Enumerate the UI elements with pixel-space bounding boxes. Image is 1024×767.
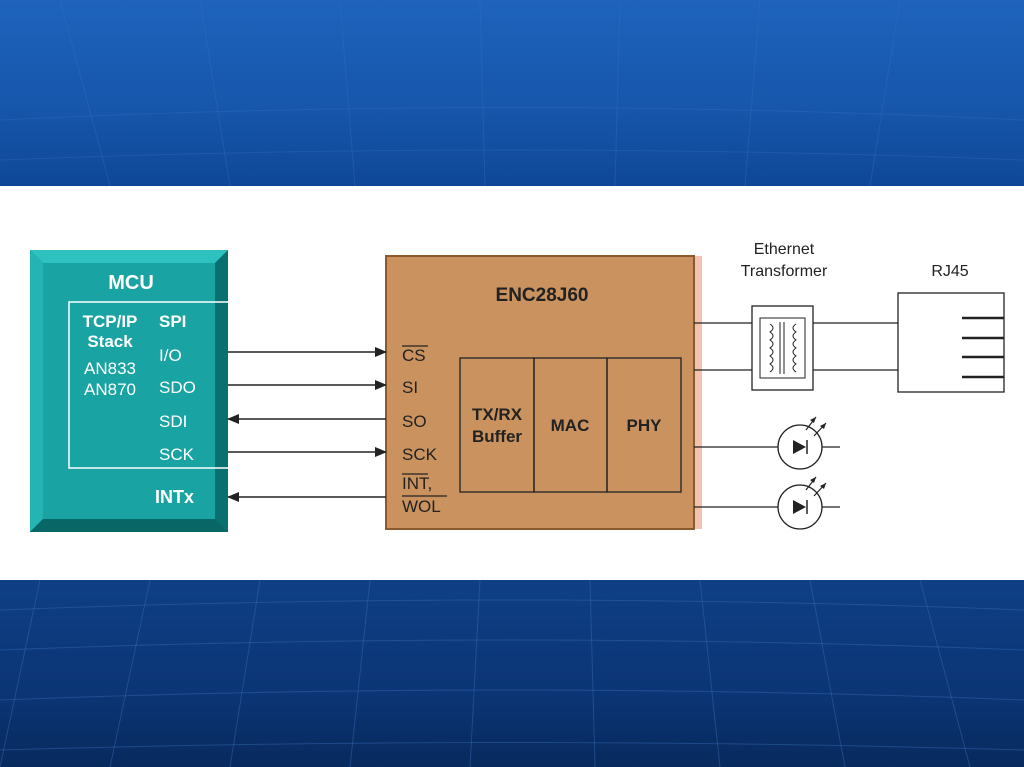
mcu-app-note: AN833 [84, 359, 136, 378]
phy-block [606, 357, 682, 493]
mcu-app-note: AN870 [84, 380, 136, 399]
mcu-intx-label: INTx [155, 487, 194, 507]
buffer-label: Buffer [472, 427, 522, 446]
enc-pin-label: SI [402, 378, 418, 397]
footer-band [0, 580, 1024, 767]
enc28j60-block-diagram: MCU TCP/IP Stack AN833 AN870 SPI I/O SDO… [30, 241, 1005, 532]
mcu-pin-label: SPI [159, 312, 186, 331]
led-icon [777, 416, 827, 470]
header-band [0, 0, 1024, 186]
mcu-stack-label: TCP/IP [83, 312, 138, 331]
led-icon [777, 476, 827, 530]
enc-title: ENC28J60 [496, 285, 589, 306]
mcu-pin-label: SCK [159, 445, 195, 464]
transformer-label: Transformer [741, 263, 828, 280]
mac-label: MAC [551, 416, 590, 435]
mcu-title: MCU [108, 272, 154, 294]
transformer-label: Ethernet [754, 241, 815, 258]
enc-pin-label: INT, [402, 474, 432, 493]
spi-wires [227, 347, 387, 502]
mcu-pin-label: SDI [159, 412, 187, 431]
enc-pin-label: WOL [402, 497, 441, 516]
mcu-block: MCU TCP/IP Stack AN833 AN870 SPI I/O SDO… [30, 250, 228, 532]
enc-pin-label: CS [402, 346, 426, 365]
enc28j60-block: ENC28J60 TX/RX Buffer MAC PHY CS SI SO S… [385, 255, 702, 530]
buffer-label: TX/RX [472, 405, 523, 424]
mcu-pin-label: I/O [159, 346, 182, 365]
ethernet-transformer: Ethernet Transformer [741, 241, 828, 391]
enc-pin-label: SO [402, 412, 427, 431]
mcu-stack-label-2: Stack [87, 332, 133, 351]
enc-pin-label: SCK [402, 445, 438, 464]
phy-label: PHY [627, 416, 663, 435]
mcu-pin-label: SDO [159, 378, 196, 397]
rj45-connector: RJ45 [897, 263, 1005, 393]
diagram-panel: MCU TCP/IP Stack AN833 AN870 SPI I/O SDO… [0, 186, 1024, 580]
rj45-label: RJ45 [931, 263, 968, 280]
